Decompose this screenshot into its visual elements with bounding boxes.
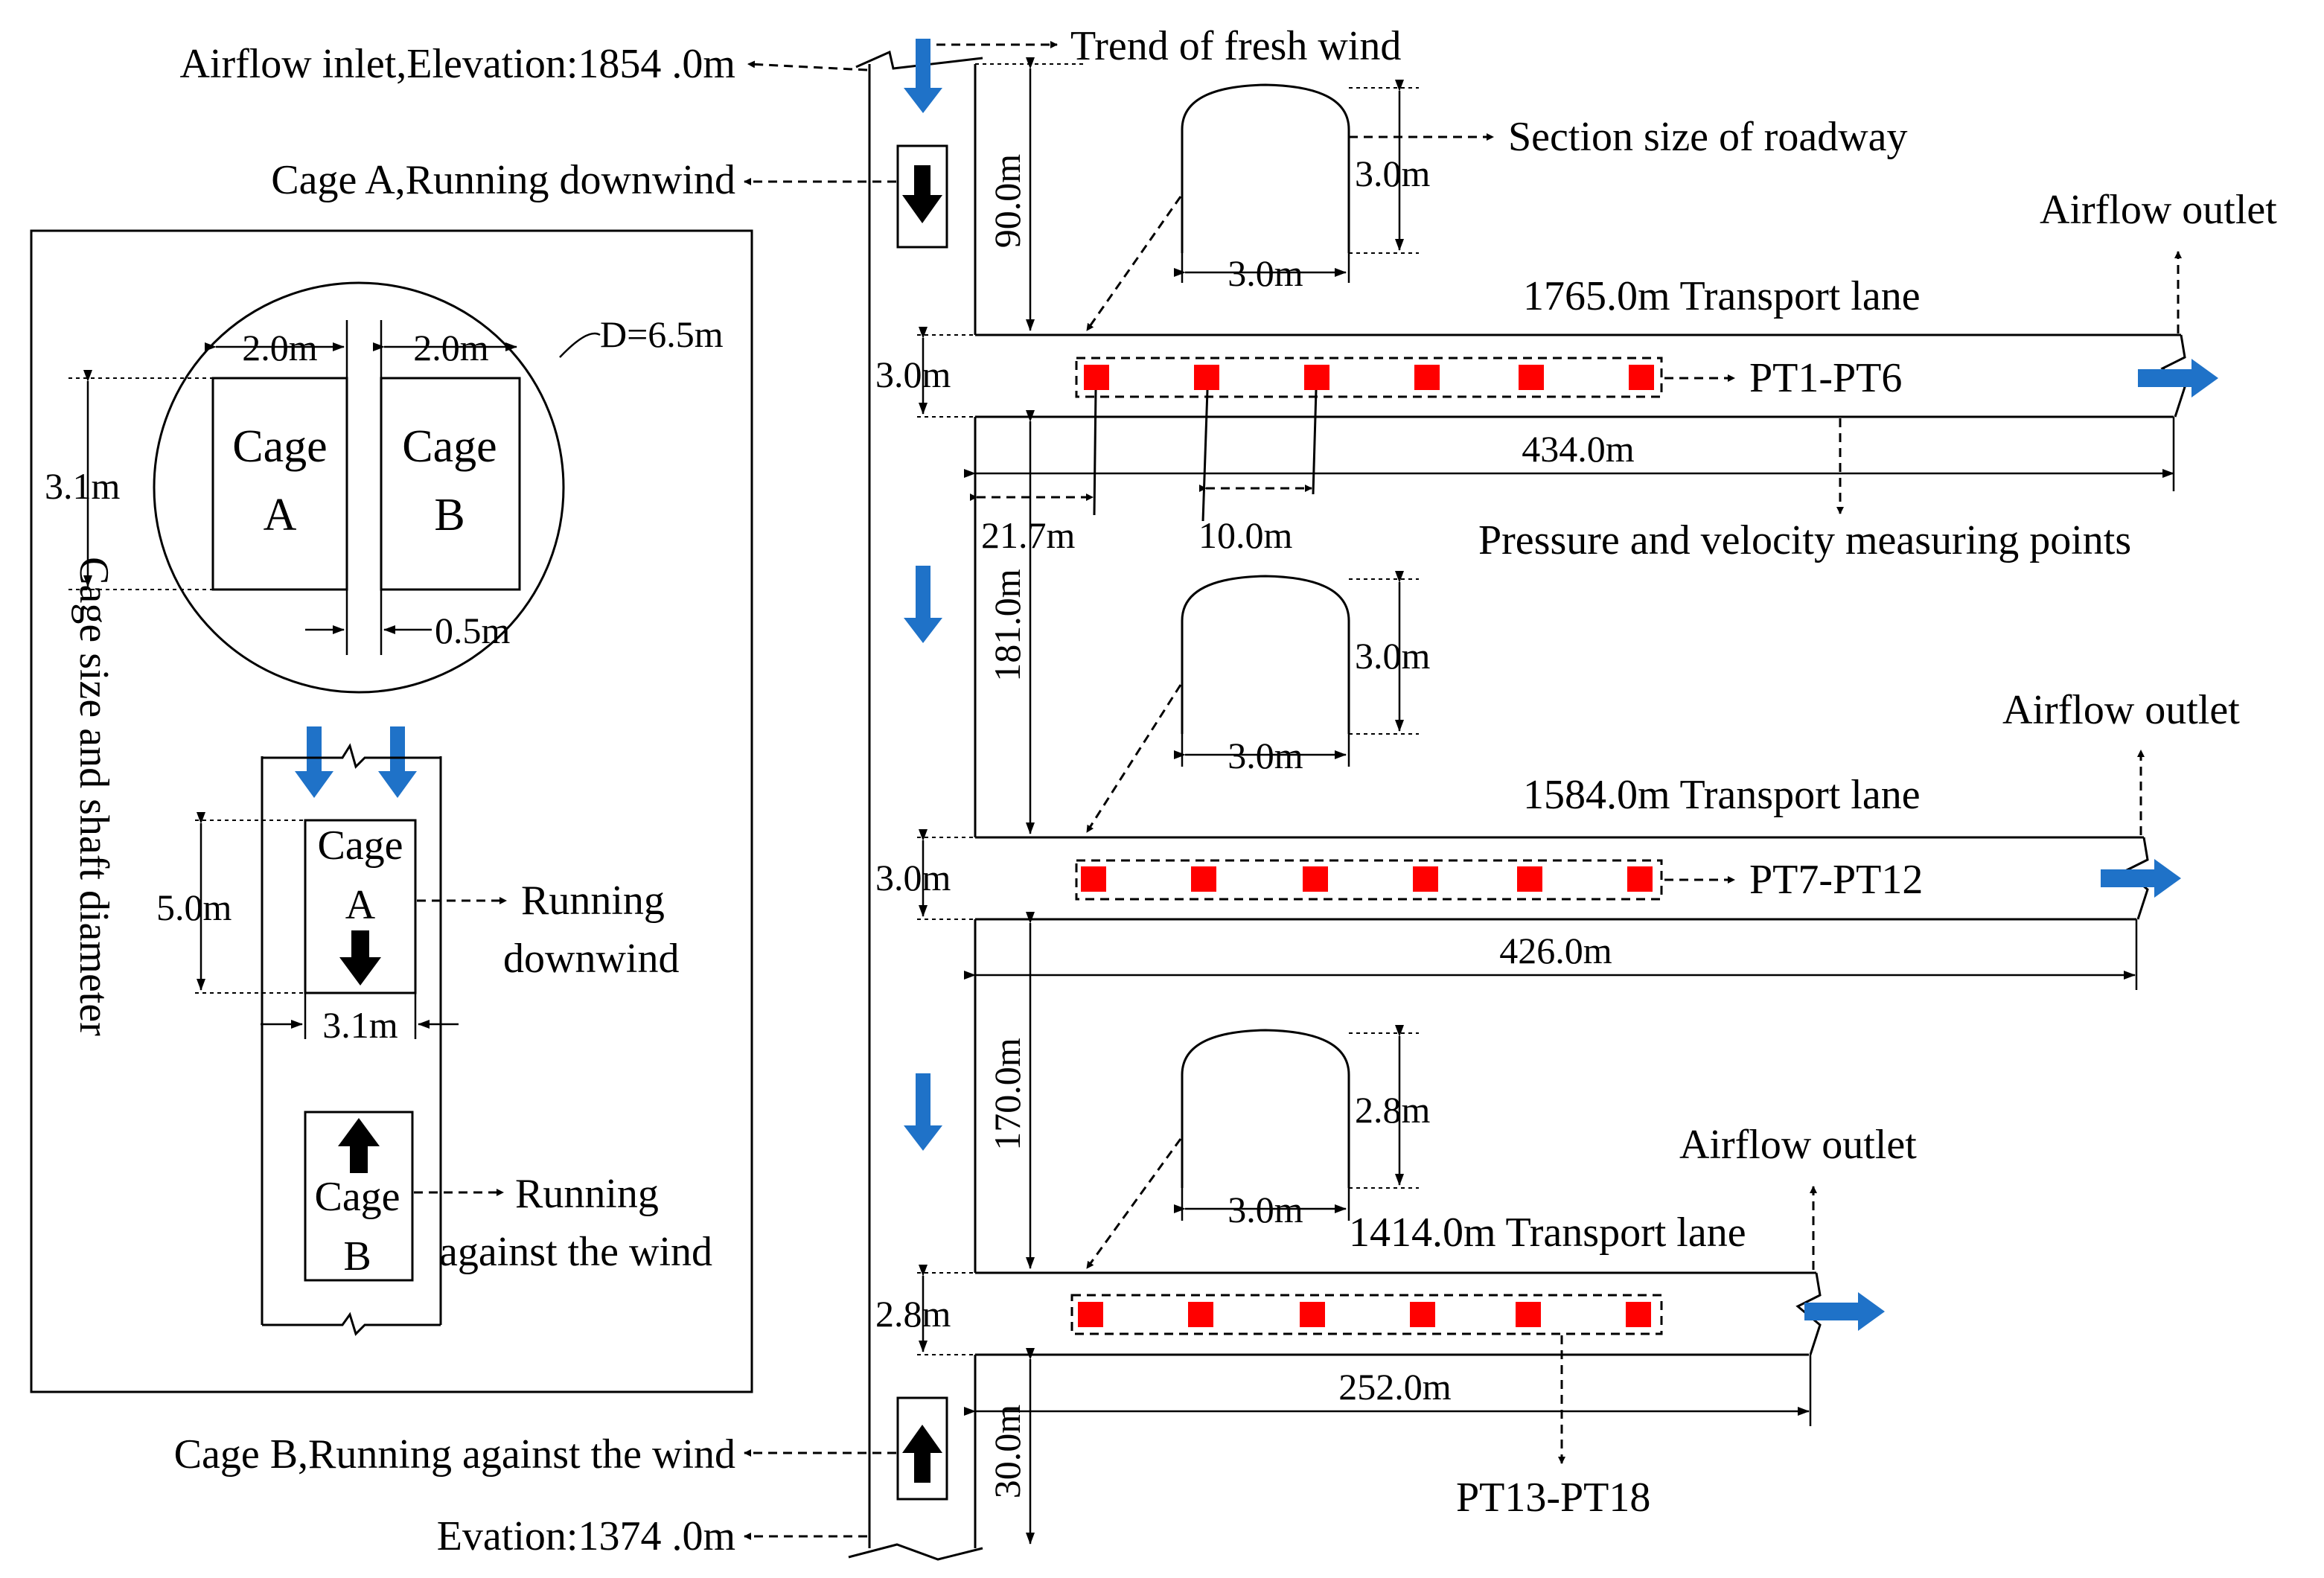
inset-cage-depth: 3.1m (45, 465, 121, 507)
lane-2-length: 426.0m (1499, 930, 1612, 971)
shaft-dimensions: 90.0m 181.0m 170.0m 30.0m (975, 57, 1087, 1545)
measuring-point (1300, 1302, 1325, 1327)
lane-1-spacing: 10.0m (1198, 514, 1293, 556)
measuring-point (1084, 365, 1109, 390)
measuring-point (1078, 1302, 1103, 1327)
airflow-arrow-icon (904, 1073, 942, 1151)
measuring-point (1519, 365, 1544, 390)
lane-2-section-h: 3.0m (1355, 635, 1431, 677)
lane-2-section-w: 3.0m (1228, 735, 1303, 776)
lane-1: 3.0m PT1-PT6 Airflow outlet 1765.0m Tran… (875, 80, 2277, 563)
airflow-arrow-icon (904, 39, 942, 113)
measuring-point (1194, 365, 1219, 390)
measuring-point (1413, 866, 1438, 892)
shaft-cage-b (896, 1396, 948, 1501)
inset-gap: 0.5m (435, 610, 511, 651)
measuring-point (1303, 866, 1328, 892)
lane-1-name: 1765.0m Transport lane (1523, 273, 1921, 319)
measuring-point (1081, 866, 1106, 892)
inset-cage-b-letter: B (434, 490, 465, 540)
measuring-point (1517, 866, 1542, 892)
lane-2-name: 1584.0m Transport lane (1523, 772, 1921, 818)
lane-3-section-w: 3.0m (1228, 1189, 1303, 1230)
measuring-point (1188, 1302, 1213, 1327)
fresh-wind-label: Trend of fresh wind (1070, 23, 1401, 69)
inset-cage-b-word: Cage (402, 421, 497, 472)
lane-1-section-h: 3.0m (1355, 153, 1431, 194)
airflow-arrow-icon (295, 726, 333, 798)
measuring-point (1410, 1302, 1435, 1327)
airflow-arrow-icon (2101, 859, 2181, 898)
inset-panel: Cage size and shaft diameter Cage A Cage… (30, 229, 753, 1393)
airflow-arrow-icon (2138, 359, 2218, 397)
side-cage-a-letter: A (345, 882, 376, 928)
lane-3-name: 1414.0m Transport lane (1349, 1210, 1746, 1256)
lane-3-section-h: 2.8m (1355, 1089, 1431, 1131)
inset-cage-height: 5.0m (156, 887, 232, 928)
shaft-seg-2: 181.0m (986, 569, 1028, 682)
inset-title: Cage size and shaft diameter (71, 557, 117, 1036)
airflow-arrow-icon (378, 726, 417, 798)
lane-1-section-w: 3.0m (1228, 252, 1303, 294)
lane-2-outlet: Airflow outlet (2002, 687, 2240, 733)
airflow-arrow-icon (904, 566, 942, 643)
lane-3-outlet: Airflow outlet (1679, 1122, 1917, 1168)
lane-1-length: 434.0m (1522, 428, 1635, 470)
up-arrow-icon (338, 1118, 380, 1173)
lane-3: 2.8m PT13-PT18 Airflow outlet 1414.0m Tr… (875, 1025, 1917, 1521)
running-downwind-1: Running (521, 878, 665, 924)
bottom-elevation-label: Evation:1374 .0m (437, 1513, 735, 1559)
cage-a-label: Cage A,Running downwind (271, 157, 735, 203)
cage-b-label: Cage B,Running against the wind (174, 1431, 735, 1478)
down-arrow-icon (902, 165, 942, 223)
lane-3-points: PT13-PT18 (1456, 1475, 1650, 1521)
section-size-label: Section size of roadway (1508, 114, 1907, 160)
running-downwind-2: downwind (503, 936, 679, 982)
side-cage-b-letter: B (343, 1233, 371, 1280)
shaft-seg-3: 170.0m (986, 1038, 1028, 1151)
lane-2-points: PT7-PT12 (1749, 857, 1923, 903)
inset-cage-width: 3.1m (322, 1004, 398, 1046)
lane-2-height: 3.0m (875, 857, 951, 898)
inset-cage-width-a: 2.0m (242, 327, 318, 368)
running-against-2: against the wind (439, 1229, 712, 1275)
measuring-point (1414, 365, 1440, 390)
lane-1-first-offset: 21.7m (981, 514, 1076, 556)
fresh-wind-arrows (904, 39, 942, 1151)
lane-2: 3.0m PT7-PT12 Airflow outlet 1584.0m Tra… (875, 571, 2240, 990)
measuring-point (1191, 866, 1216, 892)
shaft-cross-section (153, 281, 565, 694)
lane-3-length: 252.0m (1338, 1366, 1452, 1408)
inset-diameter: D=6.5m (600, 313, 724, 355)
up-arrow-icon (902, 1425, 942, 1483)
shaft-seg-1: 90.0m (986, 154, 1028, 249)
side-cage-b-word: Cage (314, 1174, 400, 1220)
side-cage-a-word: Cage (317, 822, 403, 869)
lane-1-height: 3.0m (875, 354, 951, 395)
lane-1-outlet: Airflow outlet (2040, 187, 2277, 233)
measuring-point (1516, 1302, 1541, 1327)
lane-3-height: 2.8m (875, 1293, 951, 1335)
running-against-1: Running (515, 1171, 659, 1217)
inset-cage-a-letter: A (264, 490, 297, 540)
airflow-arrow-icon (1804, 1292, 1885, 1331)
measuring-point (1627, 866, 1653, 892)
inset-cage-a-word: Cage (232, 421, 327, 472)
inset-cage-width-b: 2.0m (413, 327, 489, 368)
measure-points-label: Pressure and velocity measuring points (1478, 517, 2131, 563)
measuring-point (1629, 365, 1654, 390)
shaft-cage-a (896, 144, 948, 249)
lane-1-points: PT1-PT6 (1749, 355, 1902, 401)
down-arrow-icon (339, 930, 381, 986)
measuring-point (1626, 1302, 1651, 1327)
measuring-point (1304, 365, 1329, 390)
shaft-seg-4: 30.0m (986, 1405, 1028, 1499)
inlet-label: Airflow inlet,Elevation:1854 .0m (179, 41, 735, 87)
